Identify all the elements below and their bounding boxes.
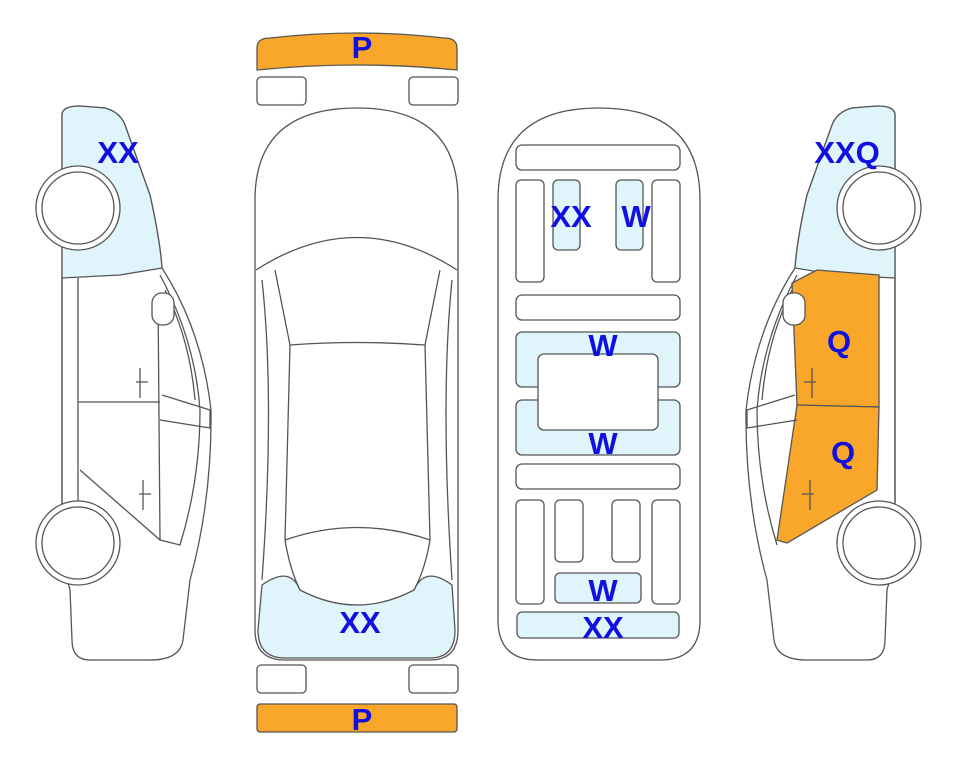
label-interior-mid-lower: W bbox=[588, 426, 618, 461]
front-bumper[interactable] bbox=[256, 32, 458, 71]
interior-left-front[interactable] bbox=[552, 179, 581, 251]
label-top-rear: XX bbox=[339, 605, 381, 640]
right-front-wheel[interactable] bbox=[836, 165, 922, 251]
label-right-rear-door: Q bbox=[831, 435, 855, 470]
left-taillight bbox=[256, 664, 307, 694]
label-left-front: XX bbox=[97, 135, 139, 170]
right-rear-wheel[interactable] bbox=[836, 500, 922, 586]
top-view: P XX P bbox=[254, 30, 459, 737]
rear-bumper[interactable] bbox=[256, 703, 458, 733]
label-interior-rear-small: W bbox=[588, 573, 618, 608]
right-mirror bbox=[782, 292, 806, 326]
left-front-wheel[interactable] bbox=[35, 165, 121, 251]
left-side-view: XX bbox=[35, 105, 212, 661]
interior-rear-small[interactable] bbox=[554, 572, 642, 604]
interior-console bbox=[537, 353, 659, 431]
right-side-view: XXQ Q Q bbox=[745, 105, 922, 661]
right-headlight bbox=[408, 76, 459, 106]
interior-rear[interactable] bbox=[516, 611, 680, 639]
interior-view: XX W W W W XX bbox=[497, 107, 701, 661]
left-mirror bbox=[151, 292, 175, 326]
label-right-front-door: Q bbox=[827, 324, 851, 359]
right-front-door[interactable] bbox=[791, 269, 880, 408]
left-rear-wheel[interactable] bbox=[35, 500, 121, 586]
label-interior-rear: XX bbox=[582, 610, 624, 645]
label-interior-right-front: W bbox=[621, 199, 651, 234]
label-right-front: XXQ bbox=[814, 135, 879, 170]
label-interior-left-front: XX bbox=[550, 199, 592, 234]
right-taillight bbox=[408, 664, 459, 694]
label-front-bumper: P bbox=[352, 30, 373, 65]
label-interior-mid-upper: W bbox=[588, 328, 618, 363]
interior-right-front[interactable] bbox=[615, 179, 644, 251]
label-rear-bumper: P bbox=[352, 702, 373, 737]
right-rear-door[interactable] bbox=[776, 404, 880, 544]
left-headlight bbox=[256, 76, 307, 106]
